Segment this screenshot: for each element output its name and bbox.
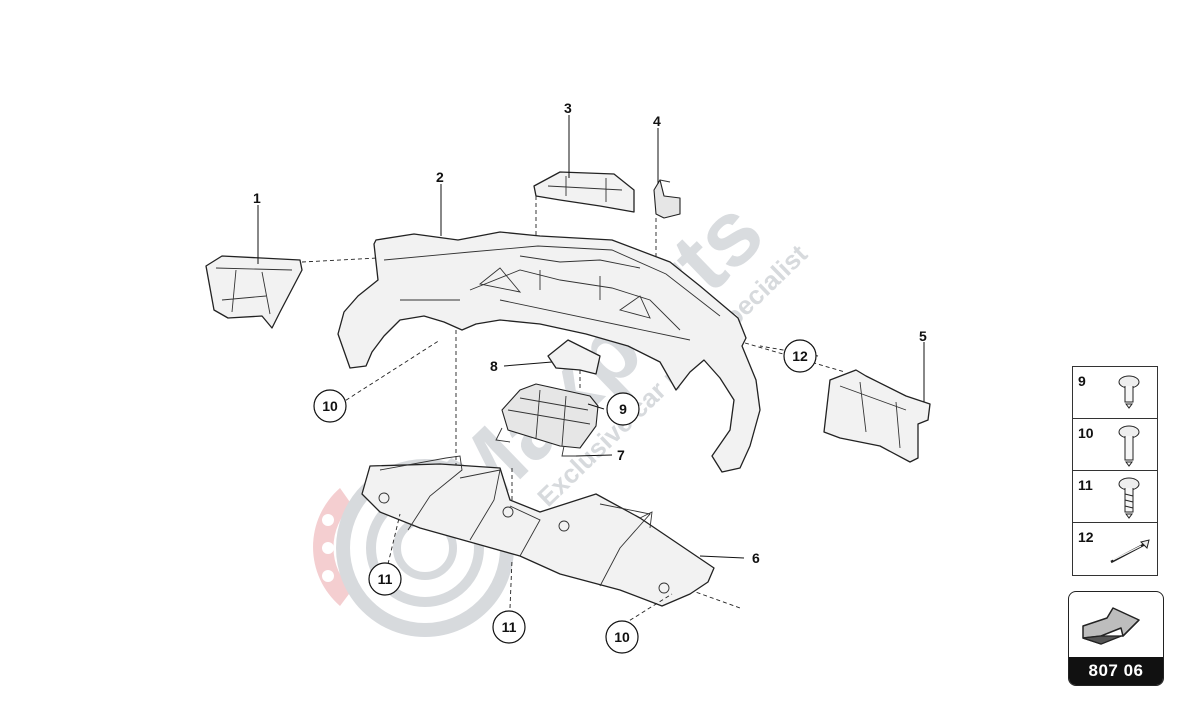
alignment-lines bbox=[301, 196, 846, 609]
label-part-3: 3 bbox=[564, 100, 572, 116]
fastener-legend: 9 10 11 12 bbox=[1072, 366, 1158, 576]
svg-text:11: 11 bbox=[378, 571, 393, 587]
label-part-4: 4 bbox=[653, 113, 661, 129]
callout-10-left: 10 bbox=[313, 389, 347, 423]
label-part-2: 2 bbox=[436, 169, 444, 185]
svg-text:11: 11 bbox=[502, 619, 517, 635]
legend-num: 11 bbox=[1078, 477, 1093, 493]
legend-num: 10 bbox=[1078, 425, 1094, 441]
screw-icon bbox=[1118, 425, 1140, 467]
part-1-left-air-duct bbox=[205, 255, 303, 329]
part-4-clip bbox=[653, 179, 681, 219]
rivet-icon bbox=[1110, 539, 1150, 564]
part-3-top-bracket bbox=[533, 171, 635, 213]
page-reference-label: 807 06 bbox=[1069, 657, 1163, 685]
long-screw-icon bbox=[1118, 477, 1140, 519]
part-numbers: 1 2 3 4 5 6 7 8 bbox=[253, 100, 927, 566]
callout-10-bottom: 10 bbox=[605, 620, 639, 654]
callout-11-left: 11 bbox=[368, 562, 402, 596]
label-part-6: 6 bbox=[752, 550, 760, 566]
arrow-right-icon bbox=[1082, 607, 1140, 645]
label-part-1: 1 bbox=[253, 190, 261, 206]
label-part-7: 7 bbox=[617, 447, 625, 463]
callout-11-center: 11 bbox=[492, 610, 526, 644]
svg-text:10: 10 bbox=[614, 629, 630, 645]
label-part-5: 5 bbox=[919, 328, 927, 344]
svg-text:9: 9 bbox=[619, 401, 627, 417]
part-8-cover-plate bbox=[547, 339, 601, 375]
part-7-control-unit bbox=[495, 383, 599, 457]
legend-row-9: 9 bbox=[1073, 367, 1157, 419]
legend-row-11: 11 bbox=[1073, 471, 1157, 523]
svg-text:12: 12 bbox=[792, 348, 808, 364]
short-screw-icon bbox=[1118, 375, 1140, 409]
page-reference-button[interactable]: 807 06 bbox=[1068, 591, 1164, 686]
part-5-right-air-duct bbox=[823, 369, 931, 463]
legend-num: 12 bbox=[1078, 529, 1094, 545]
legend-row-10: 10 bbox=[1073, 419, 1157, 471]
legend-num: 9 bbox=[1078, 373, 1086, 389]
legend-row-12: 12 bbox=[1073, 523, 1157, 574]
svg-text:10: 10 bbox=[322, 398, 338, 414]
label-part-8: 8 bbox=[490, 358, 498, 374]
callout-9: 9 bbox=[606, 392, 640, 426]
part-6-diffuser bbox=[361, 455, 715, 607]
part-2-bumper-carrier bbox=[337, 231, 761, 473]
callout-12: 12 bbox=[783, 339, 817, 373]
